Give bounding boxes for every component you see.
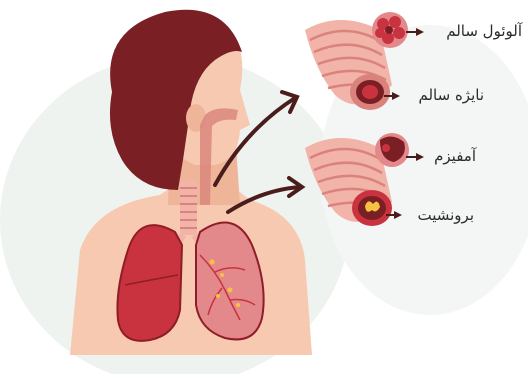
label-bronchitis: برونشیت xyxy=(417,206,474,224)
healthy-alveoli-cluster xyxy=(372,12,408,48)
label-healthy-trachea: نایژه سالم xyxy=(418,86,484,104)
emphysema-alveoli-cluster xyxy=(375,133,409,167)
label-healthy-alveoli: آلوئول سالم xyxy=(446,22,522,40)
label-emphysema: آمفیزم xyxy=(434,147,476,165)
